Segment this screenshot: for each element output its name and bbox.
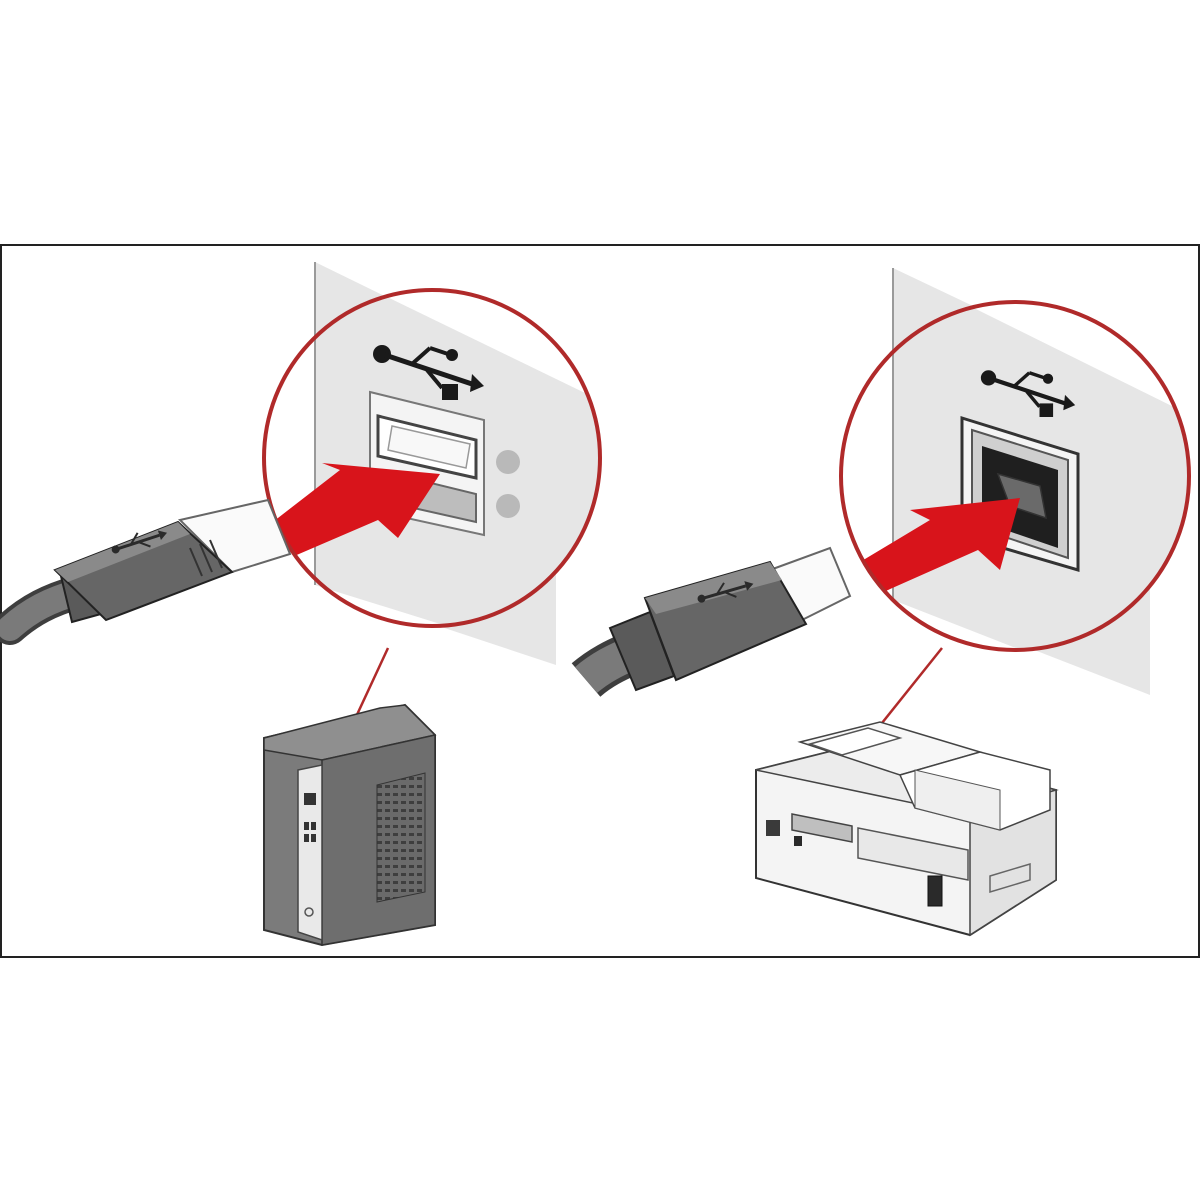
printer-handle <box>989 862 1031 894</box>
printer-switch <box>927 875 943 907</box>
printer-usb-port-area <box>791 813 853 843</box>
printer-panel <box>571 268 1191 937</box>
printer <box>755 721 1059 937</box>
usb-a-cable <box>0 498 292 645</box>
computer-tower <box>263 703 437 947</box>
printer-usb-port <box>794 836 802 846</box>
status-led <box>496 450 520 474</box>
usb-b-cable <box>571 546 852 698</box>
front-usb-port <box>304 793 316 805</box>
vent-grille <box>376 772 426 903</box>
status-led <box>496 494 520 518</box>
callout-ring <box>839 300 1191 652</box>
usb-symbol-icon <box>697 581 754 603</box>
usb-symbol-icon <box>980 370 1076 417</box>
computer-port-callout <box>264 290 600 626</box>
insert-arrow <box>265 463 440 560</box>
usb-symbol-icon <box>111 530 168 554</box>
printer-port-callout <box>841 302 1189 650</box>
front-panel <box>297 764 323 942</box>
power-icon <box>304 907 314 917</box>
printer-power-port <box>766 820 780 836</box>
callout-ring <box>262 288 602 628</box>
insert-arrow <box>850 498 1020 598</box>
usb-symbol-icon <box>373 345 484 400</box>
computer-panel <box>0 262 602 947</box>
